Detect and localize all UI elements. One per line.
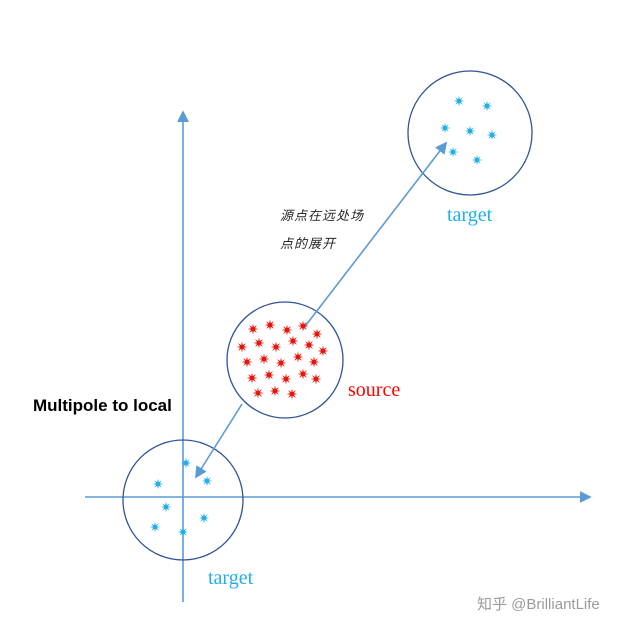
source-star bbox=[308, 356, 320, 368]
target-star bbox=[198, 512, 210, 524]
target-star bbox=[177, 526, 189, 538]
source-star bbox=[269, 385, 281, 397]
annotation-text: 源点在远处场 点的展开 bbox=[280, 203, 364, 259]
source-star bbox=[286, 388, 298, 400]
target-star bbox=[149, 521, 161, 533]
target-bottom-label: target bbox=[208, 567, 254, 589]
target-star bbox=[447, 146, 459, 158]
expansion-arrow bbox=[302, 141, 448, 330]
watermark: 知乎 @BrilliantLife bbox=[477, 596, 600, 613]
source-star bbox=[236, 341, 248, 353]
source-star bbox=[246, 372, 258, 384]
target-star bbox=[160, 501, 172, 513]
target-star bbox=[481, 100, 493, 112]
source-star bbox=[252, 387, 264, 399]
source-star bbox=[247, 323, 259, 335]
target-top-circle bbox=[407, 70, 533, 196]
source-star bbox=[253, 337, 265, 349]
target-star bbox=[453, 95, 465, 107]
multipole-to-local-label: Multipole to local bbox=[33, 396, 172, 415]
source-star bbox=[287, 335, 299, 347]
source-star bbox=[303, 339, 315, 351]
target-star bbox=[486, 129, 498, 141]
source-star bbox=[311, 328, 323, 340]
target-bottom-circle bbox=[122, 439, 244, 561]
source-star bbox=[317, 345, 329, 357]
source-star bbox=[310, 373, 322, 385]
source-label: source bbox=[348, 379, 401, 401]
source-circle bbox=[226, 301, 344, 419]
source-star bbox=[292, 351, 304, 363]
target-star bbox=[201, 475, 213, 487]
target-star bbox=[439, 122, 451, 134]
target-top-label: target bbox=[447, 204, 493, 226]
annotation-line-1: 源点在远处场 bbox=[280, 209, 365, 224]
source-star bbox=[280, 373, 292, 385]
source-star bbox=[263, 369, 275, 381]
target-star bbox=[471, 154, 483, 166]
source-star bbox=[270, 341, 282, 353]
target-star bbox=[464, 125, 476, 137]
source-star bbox=[297, 368, 309, 380]
source-star bbox=[275, 357, 287, 369]
target-star bbox=[180, 457, 192, 469]
source-star bbox=[281, 324, 293, 336]
source-star bbox=[264, 319, 276, 331]
source-star bbox=[258, 353, 270, 365]
source-star bbox=[241, 356, 253, 368]
multipole-to-local-arrow bbox=[195, 403, 243, 479]
annotation-line-2: 点的展开 bbox=[280, 237, 337, 252]
target-star bbox=[152, 478, 164, 490]
source-star bbox=[297, 320, 309, 332]
